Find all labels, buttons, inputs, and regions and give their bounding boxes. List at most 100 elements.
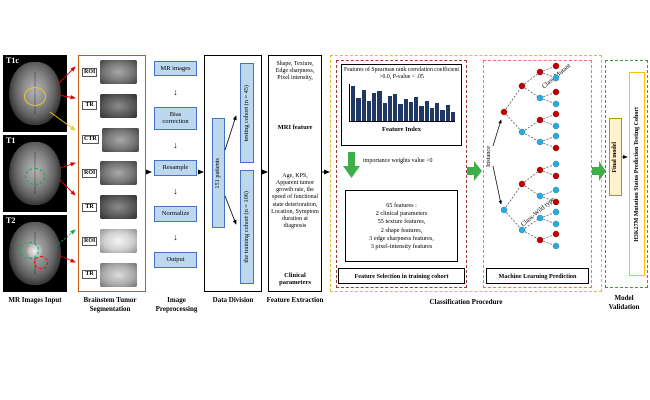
chart-bar — [435, 103, 440, 121]
mri-image-t1c: T1c — [3, 55, 67, 132]
chart-bar — [361, 89, 366, 121]
machine-learning-box — [483, 60, 592, 288]
chart-bar — [450, 111, 455, 121]
segmentation-row: CTR — [82, 127, 142, 152]
chart-bar — [424, 100, 429, 121]
mri-image-t2: T2 — [3, 215, 67, 292]
caption-mr-input: MR Images Input — [8, 296, 62, 304]
chart-bar — [382, 102, 387, 121]
mri-sequence-label: T2 — [6, 216, 16, 225]
roi-label: TR — [82, 101, 97, 111]
chart-bar — [393, 94, 398, 121]
preprocessing-steps: MR images ↓ Bias correction ↓ Resample ↓ Norma… — [152, 55, 199, 292]
down-arrow-icon: ↓ — [173, 86, 178, 97]
segmentation-row: ROI — [82, 229, 142, 254]
caption-model-validation: Model Validation — [608, 294, 640, 311]
final-model-box: Final model — [609, 118, 622, 196]
spearman-correlation-box: Features of Spearman rank correlation co… — [341, 64, 462, 146]
roi-circle-annotation — [20, 242, 39, 259]
feature-bar-chart — [349, 84, 455, 122]
mri-feature-text: Shape, Texture, Edge sharpness, Pixel in… — [275, 61, 315, 82]
tumor-crop-image — [100, 60, 138, 84]
tumor-crop-image — [100, 161, 138, 186]
chart-bar — [414, 96, 419, 121]
chart-bar — [366, 100, 371, 121]
feature-index-label: Feature Index — [381, 126, 422, 133]
chart-bar — [372, 93, 377, 121]
importance-weights-label: importance weights value >0 — [363, 158, 433, 164]
mri-sequence-label: T1c — [6, 56, 19, 65]
h3k27m-label: H3K27M Mutation Status Prediction Testin… — [633, 106, 640, 242]
segmentation-row: TR — [82, 93, 142, 118]
segmentation-row: ROI — [82, 60, 142, 84]
segmentation-rows: ROI TR CTR ROI TR ROI TR — [78, 55, 146, 292]
chart-bar — [445, 105, 450, 121]
preprocessing-step: MR images — [154, 61, 197, 77]
roi-circle-annotation — [25, 168, 45, 185]
feature-line: 65 features : — [386, 202, 417, 210]
feature-line: 55 texture features, — [377, 218, 426, 226]
clinical-feature-heading: Clinical parameters — [279, 271, 311, 286]
down-arrow-icon: ↓ — [173, 186, 178, 197]
roi-circle-annotation — [24, 87, 46, 106]
roi-label: ROI — [82, 67, 98, 77]
preprocessing-step: Output — [154, 252, 197, 268]
total-patients-label: 151 patients — [214, 157, 222, 189]
final-model-label: Final model — [612, 141, 619, 173]
chart-bar — [419, 106, 424, 121]
caption-segmentation: Brainstem Tumor Segmentation — [83, 296, 137, 313]
segmentation-row: TR — [82, 195, 142, 220]
total-patients-box: 151 patients — [212, 118, 225, 228]
tumor-crop-image — [100, 262, 137, 287]
instance-text: Instance — [484, 145, 492, 167]
feature-extraction-box: Shape, Texture, Edge sharpness, Pixel in… — [268, 55, 322, 292]
chart-bar — [351, 85, 356, 121]
data-division-box — [204, 55, 262, 292]
chart-bar — [356, 98, 361, 121]
feature-line: 3 pixel-intensity features — [370, 242, 433, 250]
training-cohort-label: the training cohort (n = 106) — [242, 191, 250, 263]
mri-image-t1: T1 — [3, 135, 67, 212]
segmentation-row: TR — [82, 262, 142, 287]
chart-bar — [377, 91, 382, 121]
feature-line: 3 edge sharpness features, — [369, 234, 434, 242]
tumor-crop-image — [100, 229, 138, 254]
clinical-feature-text: Age, KPS, Apparent tumor growth rate, th… — [271, 172, 319, 230]
feature-line: 2 clinical parameters — [375, 210, 428, 218]
h3k27m-testing-box: H3K27M Mutation Status Prediction Testin… — [629, 72, 645, 276]
chart-bar — [440, 109, 445, 121]
testing-cohort-label: testing cohort (n = 45) — [242, 84, 250, 142]
mri-feature-heading: MRI feature — [277, 124, 313, 132]
segmentation-row: ROI — [82, 161, 142, 186]
preprocessing-step: Resample — [154, 160, 197, 176]
training-cohort-box: the training cohort (n = 106) — [240, 170, 254, 284]
tumor-crop-image — [100, 195, 137, 220]
feature-line: 2 shape features, — [380, 226, 423, 234]
chart-bar — [429, 108, 434, 121]
roi-label: TR — [82, 202, 97, 212]
instance-label: Instance — [484, 124, 494, 188]
tumor-crop-image — [100, 93, 137, 118]
preprocessing-step: Bias correction — [154, 107, 197, 130]
roi-label: ROI — [82, 168, 98, 178]
caption-classification: Classification Procedure — [429, 298, 503, 306]
roi-label: ROI — [82, 236, 98, 246]
testing-cohort-box: testing cohort (n = 45) — [240, 63, 254, 163]
caption-data-division: Data Division — [212, 296, 254, 304]
roi-label: TR — [82, 270, 97, 280]
chart-bar — [408, 101, 413, 121]
chart-bar — [398, 104, 403, 121]
down-arrow-icon: ↓ — [173, 140, 178, 151]
feature-selection-box — [336, 60, 467, 288]
ml-prediction-caption: Machine Learning Prediction — [486, 268, 589, 284]
chart-bar — [403, 98, 408, 121]
preprocessing-step: Normalize — [154, 206, 197, 222]
chart-bar — [387, 95, 392, 121]
caption-preprocessing: Image Preprocessing — [155, 296, 198, 313]
tumor-circle-annotation — [34, 256, 48, 269]
caption-feature-extraction: Feature Extraction — [266, 296, 324, 304]
feature-selection-caption: Feature Selection in training cohort — [338, 268, 465, 284]
roi-label: CTR — [82, 135, 99, 145]
